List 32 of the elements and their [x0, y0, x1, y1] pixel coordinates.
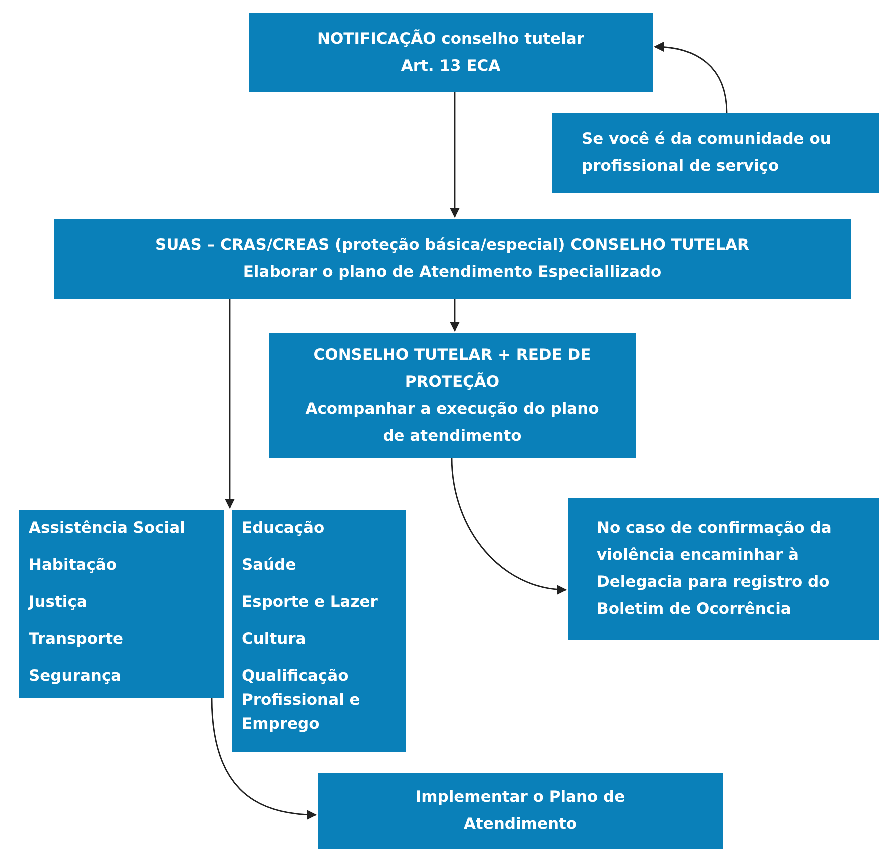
box-text: No caso de confirmação da violência encaminhar à Delegacia para registro do Boletim de Ocorrência	[597, 518, 833, 620]
process-box	[552, 113, 879, 193]
box-text: CONSELHO TUTELAR + REDE DE PROTEÇÃO	[312, 344, 592, 392]
arrow	[211, 698, 317, 820]
list-item: Esporte e Lazer	[242, 592, 378, 613]
process-box	[249, 13, 653, 92]
arrow	[450, 299, 460, 332]
list-item: Justiça	[29, 592, 88, 613]
arrow	[654, 42, 728, 114]
arrow	[450, 92, 460, 218]
process-box	[568, 498, 879, 640]
list-item: Assistência Social	[29, 518, 186, 539]
process-box	[318, 773, 723, 849]
box-text: NOTIFICAÇÃO conselho tutelar Art. 13 ECA	[316, 28, 586, 76]
box-text: Se você é da comunidade ou profissional de serviço	[582, 129, 832, 177]
box-text: Implementar o Plano de Atendimento	[414, 787, 626, 835]
list-item: Transporte	[29, 629, 124, 650]
list-item: Educação	[242, 518, 325, 539]
arrow	[451, 458, 567, 594]
list-item: Qualificação Profissional e Emprego	[242, 666, 362, 735]
list-box	[232, 510, 406, 752]
list-item: Cultura	[242, 629, 306, 650]
box-text: SUAS – CRAS/CREAS (proteção básica/especial) CONSELHO TUTELAR	[156, 235, 750, 256]
list-item: Habitação	[29, 555, 118, 576]
list-item: Segurança	[29, 666, 122, 687]
box-text: Elaborar o plano de Atendimento Especiallizado	[243, 262, 662, 283]
arrow	[225, 299, 235, 509]
process-box	[54, 219, 851, 299]
process-box	[269, 333, 636, 458]
list-box	[19, 510, 224, 698]
box-text: Acompanhar a execução do plano de atendimento	[304, 398, 600, 446]
list-item: Saúde	[242, 555, 296, 576]
